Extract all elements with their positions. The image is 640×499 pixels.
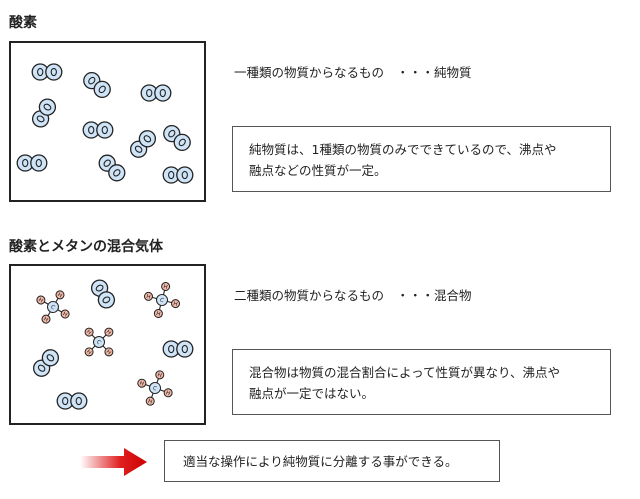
svg-text:H: H: [145, 294, 151, 301]
svg-text:H: H: [155, 311, 161, 318]
oxygen-molecule: [31, 98, 57, 128]
pure-note-line-2: 融点などの性質が一定。: [249, 163, 387, 178]
svg-text:C: C: [159, 298, 164, 305]
svg-text:H: H: [105, 349, 112, 356]
svg-text:H: H: [139, 381, 145, 388]
oxygen-molecule: [90, 279, 116, 309]
svg-text:H: H: [42, 316, 49, 323]
mixture-description: 二種類の物質からなるもの ・・・混合物: [234, 288, 472, 303]
conclusion-box: 適当な操作により純物質に分離する事ができる。: [164, 440, 500, 482]
svg-text:H: H: [105, 329, 112, 336]
oxygen-molecule: [98, 154, 126, 182]
conclusion-text: 適当な操作により純物質に分離する事ができる。: [183, 454, 458, 469]
pure-note-line-1: 純物質は、1種類の物質のみでできているので、沸点や: [249, 142, 557, 157]
svg-text:H: H: [172, 301, 178, 308]
svg-text:C: C: [152, 385, 158, 392]
svg-text:H: H: [61, 311, 68, 318]
svg-text:C: C: [95, 339, 102, 346]
oxygen-molecule: [162, 166, 194, 184]
oxygen-molecule-box: [9, 41, 206, 202]
svg-text:H: H: [163, 284, 169, 291]
oxygen-molecule: [32, 349, 60, 377]
heading-oxygen: 酸素: [9, 15, 37, 31]
oxygen-molecule: [129, 130, 157, 158]
svg-text:H: H: [156, 372, 162, 379]
oxygen-molecule: [162, 340, 194, 358]
mixture-note-line-2: 融点が一定ではない。: [249, 386, 375, 401]
oxygen-molecules-illustration: [16, 63, 194, 184]
heading-mixture: 酸素とメタンの混合気体: [9, 239, 163, 255]
svg-text:H: H: [165, 390, 171, 397]
oxygen-molecule: [163, 124, 191, 152]
pure-substance-note: 純物質は、1種類の物質のみでできているので、沸点や 融点などの性質が一定。: [232, 126, 611, 192]
svg-text:H: H: [85, 329, 92, 336]
methane-molecule: H H H HC: [36, 290, 70, 324]
methane-molecule: H H H HC: [84, 327, 114, 357]
methane-molecule: H H H HC: [137, 370, 173, 406]
svg-text:H: H: [85, 349, 92, 356]
oxygen-molecule: [56, 392, 88, 410]
oxygen-molecule: [140, 84, 172, 102]
oxygen-molecule: [82, 121, 114, 139]
oxygen-molecule: [83, 71, 111, 99]
oxygen-molecule: [16, 154, 48, 172]
mixture-note: 混合物は物質の混合割合によって性質が異なり、沸点や 融点が一定ではない。: [232, 349, 611, 415]
oxygen-molecule: [31, 63, 63, 81]
svg-text:H: H: [56, 292, 63, 299]
mixture-note-line-1: 混合物は物質の混合割合によって性質が異なり、沸点や: [249, 365, 561, 380]
right-arrow-icon: [80, 448, 147, 476]
svg-text:H: H: [37, 297, 44, 304]
pure-substance-description: 一種類の物質からなるもの ・・・純物質: [234, 65, 472, 80]
svg-text:H: H: [147, 399, 153, 406]
svg-text:C: C: [49, 304, 55, 311]
